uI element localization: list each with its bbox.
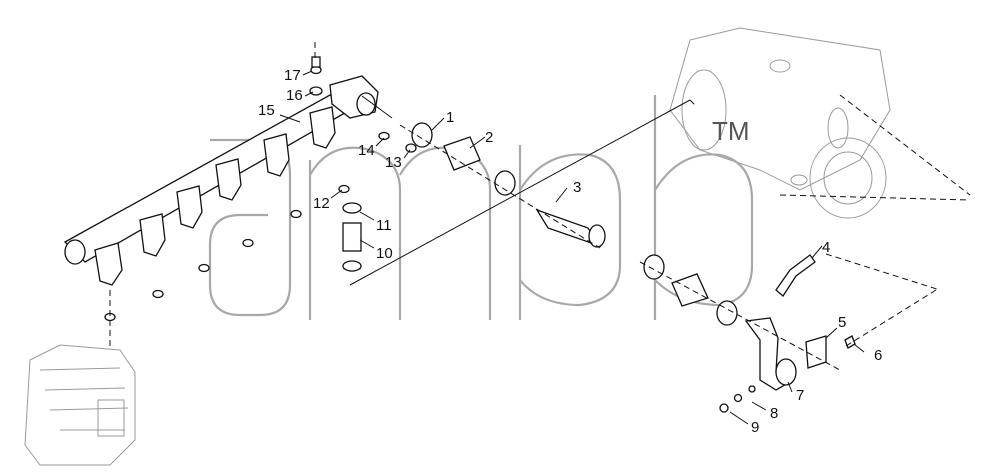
callout-16: 16	[286, 87, 303, 104]
callout-5: 5	[838, 314, 846, 331]
callout-10: 10	[376, 245, 393, 262]
callout-labels: 1 2 3 4 5 6 7 8 9 10 11 12 13 14 15 16 1…	[258, 67, 882, 436]
fasteners	[719, 385, 756, 413]
trademark-mark: TM	[712, 116, 750, 146]
callout-4: 4	[822, 239, 830, 256]
small-seals	[104, 56, 417, 322]
callout-2: 2	[485, 129, 493, 146]
callout-9: 9	[751, 419, 759, 436]
engine-block-ghost	[24, 344, 136, 466]
callout-13: 13	[385, 154, 402, 171]
callout-15: 15	[258, 102, 275, 119]
pipe-assembly	[411, 122, 856, 391]
leader-lines	[109, 40, 971, 425]
rocker-arm-set	[94, 106, 336, 286]
callout-11: 11	[376, 217, 392, 234]
callout-12: 12	[313, 195, 330, 212]
callout-1: 1	[446, 109, 454, 126]
callout-6: 6	[874, 347, 882, 364]
watermark-logo: TM	[208, 95, 754, 320]
callout-3: 3	[573, 179, 581, 196]
sleeve-group	[342, 202, 362, 272]
housing-ghost	[669, 27, 891, 219]
callout-14: 14	[358, 142, 375, 159]
callout-7: 7	[796, 387, 804, 404]
callout-8: 8	[770, 405, 778, 422]
callout-17: 17	[284, 67, 301, 84]
